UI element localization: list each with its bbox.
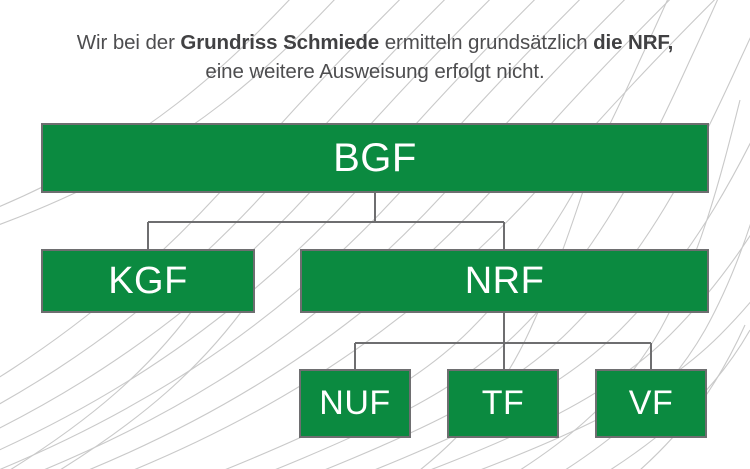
page-title: Wir bei der Grundriss Schmiede ermitteln… (0, 28, 750, 86)
heading-text-mid: ermitteln grundsätzlich (379, 31, 594, 54)
node-nrf[interactable]: NRF (300, 249, 709, 313)
node-nuf[interactable]: NUF (299, 369, 411, 438)
node-bgf[interactable]: BGF (41, 123, 709, 193)
heading-nrf-bold: die NRF, (593, 31, 674, 54)
heading-line-2: eine weitere Ausweisung erfolgt nicht. (205, 60, 545, 83)
heading-text-pre: Wir bei der (76, 31, 181, 54)
heading-line-1: Wir bei der Grundriss Schmiede ermitteln… (0, 28, 750, 57)
heading-brand-bold: Grundriss Schmiede (180, 31, 380, 54)
node-kgf[interactable]: KGF (41, 249, 255, 313)
node-vf[interactable]: VF (595, 369, 707, 438)
node-tf[interactable]: TF (447, 369, 559, 438)
